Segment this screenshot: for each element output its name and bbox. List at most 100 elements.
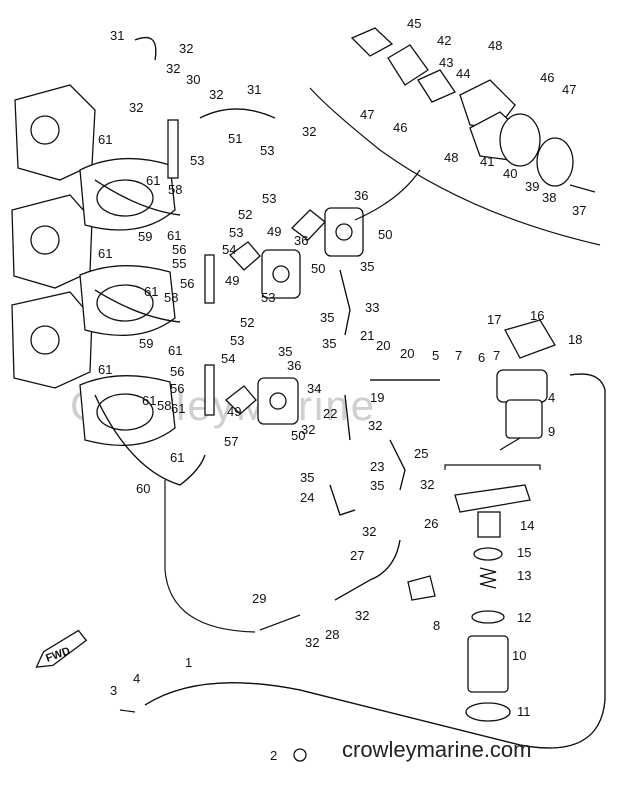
part-number-30: 30 [186, 72, 200, 87]
part-number-1: 1 [185, 655, 192, 670]
part-number-32: 32 [355, 608, 369, 623]
head-port-3 [30, 325, 60, 355]
part-number-32: 32 [368, 418, 382, 433]
part-number-6: 6 [478, 350, 485, 365]
part-number-38: 38 [542, 190, 556, 205]
part-number-41: 41 [480, 154, 494, 169]
part-number-57: 57 [224, 434, 238, 449]
part-number-32: 32 [362, 524, 376, 539]
part-number-54: 54 [222, 242, 236, 257]
part-number-32: 32 [166, 61, 180, 76]
part-number-55: 55 [172, 256, 186, 271]
part-number-36: 36 [294, 233, 308, 248]
part-12-oring [471, 610, 505, 624]
fwd-indicator: FWD [35, 629, 88, 668]
exploded-pointer [354, 169, 421, 221]
part-number-4: 4 [548, 390, 555, 405]
part-number-32: 32 [305, 635, 319, 650]
part-number-20: 20 [376, 338, 390, 353]
part-number-47: 47 [360, 107, 374, 122]
line-29-return [164, 480, 256, 633]
part-number-59: 59 [139, 336, 153, 351]
part-number-19: 19 [370, 390, 384, 405]
engine-cylinder-heads [11, 84, 176, 446]
part-number-5: 5 [432, 348, 439, 363]
part-number-14: 14 [520, 518, 534, 533]
part-number-35: 35 [360, 259, 374, 274]
part-number-53: 53 [190, 153, 204, 168]
part-number-31: 31 [110, 28, 124, 43]
part-number-61: 61 [142, 393, 156, 408]
part-11-ring [465, 702, 511, 722]
part-number-61: 61 [167, 228, 181, 243]
part-number-48: 48 [488, 38, 502, 53]
part-number-58: 58 [168, 182, 182, 197]
part-number-53: 53 [262, 191, 276, 206]
part-number-61: 61 [170, 450, 184, 465]
head-port-1 [30, 115, 60, 145]
part-number-35: 35 [278, 344, 292, 359]
part-13-spring [479, 567, 497, 589]
part-number-56: 56 [170, 381, 184, 396]
part-number-61: 61 [98, 246, 112, 261]
part-number-40: 40 [503, 166, 517, 181]
fuel-hoses [94, 36, 606, 749]
part-number-46: 46 [540, 70, 554, 85]
part-number-24: 24 [300, 490, 314, 505]
part-number-61: 61 [146, 173, 160, 188]
part-number-23: 23 [370, 459, 384, 474]
part-number-35: 35 [320, 310, 334, 325]
gasket-49-lower [225, 385, 257, 415]
part-number-32: 32 [302, 124, 316, 139]
part-number-10: 10 [512, 648, 526, 663]
hose-vertical-center [167, 119, 179, 179]
part-number-4: 4 [133, 671, 140, 686]
part-9-bowl [505, 399, 543, 439]
part-number-28: 28 [325, 627, 339, 642]
part-number-21: 21 [360, 328, 374, 343]
part-number-39: 39 [525, 179, 539, 194]
part-number-15: 15 [517, 545, 531, 560]
part-number-11: 11 [517, 704, 531, 719]
part-number-58: 58 [157, 398, 171, 413]
part-number-36: 36 [354, 188, 368, 203]
part-number-61: 61 [144, 284, 158, 299]
part-14-element [477, 511, 501, 538]
part-number-50: 50 [378, 227, 392, 242]
part-8-clip [407, 575, 436, 601]
part-number-60: 60 [136, 481, 150, 496]
part-number-20: 20 [400, 346, 414, 361]
part-number-32: 32 [209, 87, 223, 102]
part-number-52: 52 [238, 207, 252, 222]
part-number-43: 43 [439, 55, 453, 70]
part-4-head [496, 369, 548, 403]
part-number-49: 49 [267, 224, 281, 239]
exploded-bracket-line [309, 87, 601, 246]
part-number-53: 53 [261, 290, 275, 305]
part-number-52: 52 [240, 315, 254, 330]
part-number-53: 53 [230, 333, 244, 348]
part-number-50: 50 [311, 261, 325, 276]
part-number-53: 53 [229, 225, 243, 240]
part-number-61: 61 [98, 362, 112, 377]
part-number-61: 61 [168, 343, 182, 358]
part-number-56: 56 [172, 242, 186, 257]
part-45-plate [350, 27, 394, 57]
part-43 [417, 69, 456, 103]
part-39-cover [536, 137, 574, 187]
gasket-49-upper [291, 209, 326, 241]
part-number-50: 50 [291, 428, 305, 443]
part-number-54: 54 [221, 351, 235, 366]
part-10-bowl [467, 635, 509, 693]
part-number-32: 32 [420, 477, 434, 492]
part-number-22: 22 [323, 406, 337, 421]
pump-exploded-view [309, 27, 601, 246]
filter-pointer [499, 437, 521, 451]
part-number-17: 17 [487, 312, 501, 327]
part-42-gasket [387, 44, 429, 86]
part-number-32: 32 [129, 100, 143, 115]
part-number-3: 3 [110, 683, 117, 698]
part-number-46: 46 [393, 120, 407, 135]
part-number-7: 7 [455, 348, 462, 363]
